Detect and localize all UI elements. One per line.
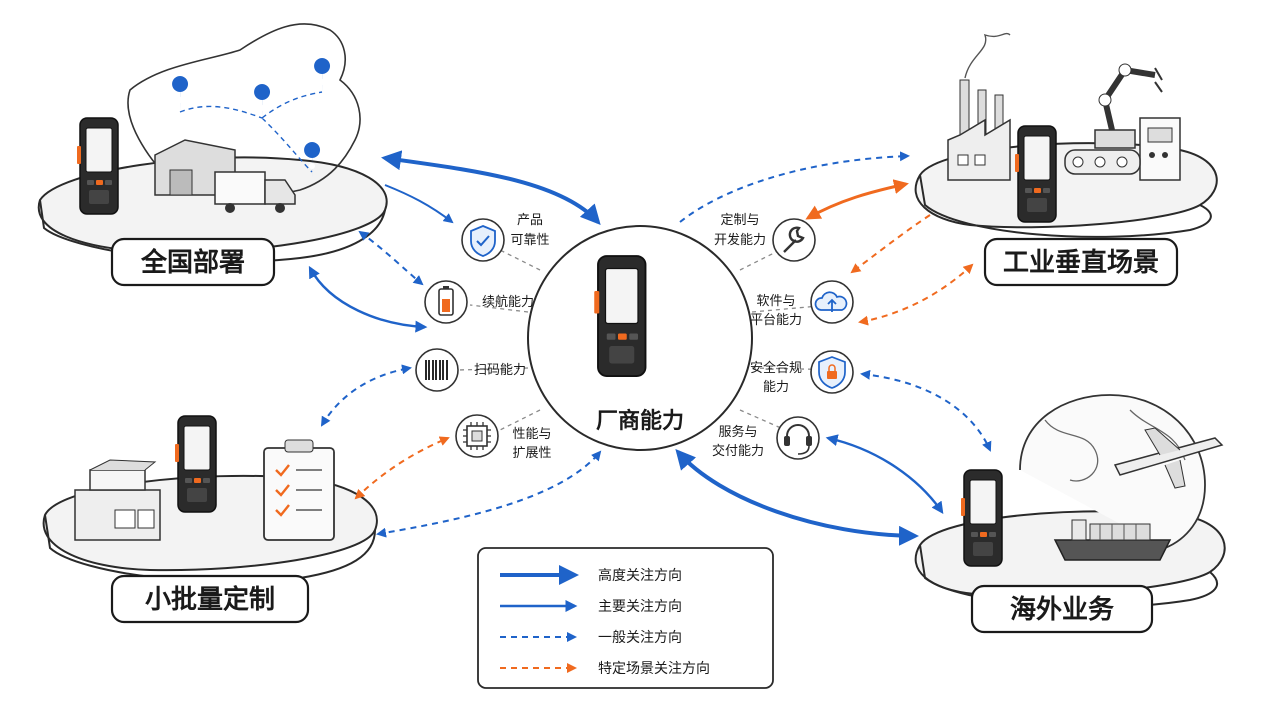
legend-item-specific: 特定场景关注方向 (500, 661, 710, 677)
control-cabinet-icon (1139, 117, 1181, 181)
map-pin-icon (304, 142, 321, 178)
legend: 高度关注方向 主要关注方向 一般关注方向 特定场景关注方向 (477, 547, 774, 689)
building-blocks-icon (74, 459, 161, 541)
pill-industrial: 工业垂直场景 (983, 237, 1179, 287)
capability-service: 服务与 交付能力 (712, 416, 820, 460)
map-pin-icon (254, 84, 271, 120)
pill-small-batch: 小批量定制 (110, 574, 310, 624)
battery-icon (438, 286, 454, 316)
scenario-label: 工业垂直场景 (1003, 248, 1159, 278)
svg-text:高度关注方向: 高度关注方向 (598, 567, 682, 584)
capability-label: 性能与 (512, 427, 551, 442)
platform-nationwide (37, 23, 388, 263)
arrow-smallbatch-center (376, 450, 602, 538)
capability-label: 交付能力 (712, 443, 764, 459)
scenario-label: 小批量定制 (145, 584, 275, 615)
handheld-device (593, 255, 647, 377)
clipboard-checklist-icon (263, 439, 335, 541)
capability-label: 定制与 (720, 213, 759, 228)
capability-performance: 性能与 扩展性 (455, 414, 552, 461)
barcode-icon (425, 360, 448, 380)
capability-label: 软件与 (756, 294, 795, 309)
pill-nationwide: 全国部署 (110, 237, 276, 287)
arrow-overseas-headset (825, 434, 944, 514)
capability-label: 扫码能力 (474, 363, 526, 378)
arrow-nationwide-center (381, 150, 601, 225)
wrench-icon (783, 226, 805, 253)
handheld-device (174, 415, 217, 513)
capability-customization: 定制与 开发能力 (714, 213, 816, 262)
cloud-upload-icon (814, 291, 848, 312)
arrow-nationwide-battery (358, 230, 424, 286)
capability-label: 可靠性 (510, 233, 549, 248)
pill-overseas: 海外业务 (970, 584, 1154, 634)
chip-icon (463, 422, 491, 450)
lock-shield-icon (818, 356, 846, 389)
arrow-industrial-wrench (805, 179, 909, 220)
platform-industrial (914, 32, 1218, 238)
svg-text:特定场景关注方向: 特定场景关注方向 (598, 661, 710, 677)
conveyor-icon (1064, 149, 1141, 175)
scenario-label: 海外业务 (1010, 595, 1114, 625)
legend-item-general: 一般关注方向 (500, 630, 682, 646)
handheld-device (960, 469, 1003, 567)
capability-label: 产品 (517, 213, 543, 228)
arrow-smallbatch-chip (354, 436, 450, 500)
arrow-overseas-lock (860, 369, 992, 452)
arrow-overseas-center (675, 448, 919, 546)
capability-label: 平台能力 (750, 313, 802, 328)
arrow-industrial-center (679, 151, 910, 223)
arrow-nationwide-reliability (384, 184, 454, 224)
legend-item-high: 高度关注方向 (500, 565, 682, 585)
capability-label: 开发能力 (714, 232, 766, 248)
robot-arm-icon (1094, 63, 1163, 149)
cargo-ship-icon (1053, 519, 1172, 561)
capability-label: 续航能力 (482, 294, 534, 310)
airplane-icon (1113, 427, 1224, 489)
svg-text:主要关注方向: 主要关注方向 (598, 599, 682, 615)
capability-label: 安全合规 (750, 360, 802, 376)
capability-software: 软件与 平台能力 (750, 280, 854, 328)
svg-text:一般关注方向: 一般关注方向 (598, 630, 682, 646)
center-hub: 厂商能力 (527, 225, 753, 451)
center-title: 厂商能力 (596, 408, 684, 434)
arrow-industrial-cloud-2 (858, 263, 974, 326)
capability-product-reliability: 产品 可靠性 (461, 213, 550, 262)
capability-security: 安全合规 能力 (750, 350, 854, 395)
arrow-nationwide-battery-2 (308, 265, 428, 333)
capability-label: 能力 (763, 380, 789, 395)
capability-label: 服务与 (718, 424, 757, 440)
platform-small-batch (42, 415, 378, 584)
legend-item-main: 主要关注方向 (500, 599, 682, 615)
arrow-smallbatch-barcode (320, 364, 412, 427)
truck-icon (214, 171, 296, 213)
shield-check-icon (470, 225, 496, 257)
capability-battery: 续航能力 (424, 280, 534, 324)
capability-label: 扩展性 (512, 446, 551, 461)
platform-overseas (914, 394, 1226, 608)
scenario-label: 全国部署 (140, 247, 245, 278)
capability-barcode: 扫码能力 (415, 348, 526, 392)
handheld-device (76, 117, 119, 215)
headset-icon (784, 424, 812, 455)
arrow-industrial-cloud (850, 214, 931, 274)
handheld-device (1014, 125, 1057, 223)
map-pin-icon (314, 58, 331, 94)
map-pin-icon (172, 76, 189, 112)
factory-icon (947, 32, 1011, 181)
